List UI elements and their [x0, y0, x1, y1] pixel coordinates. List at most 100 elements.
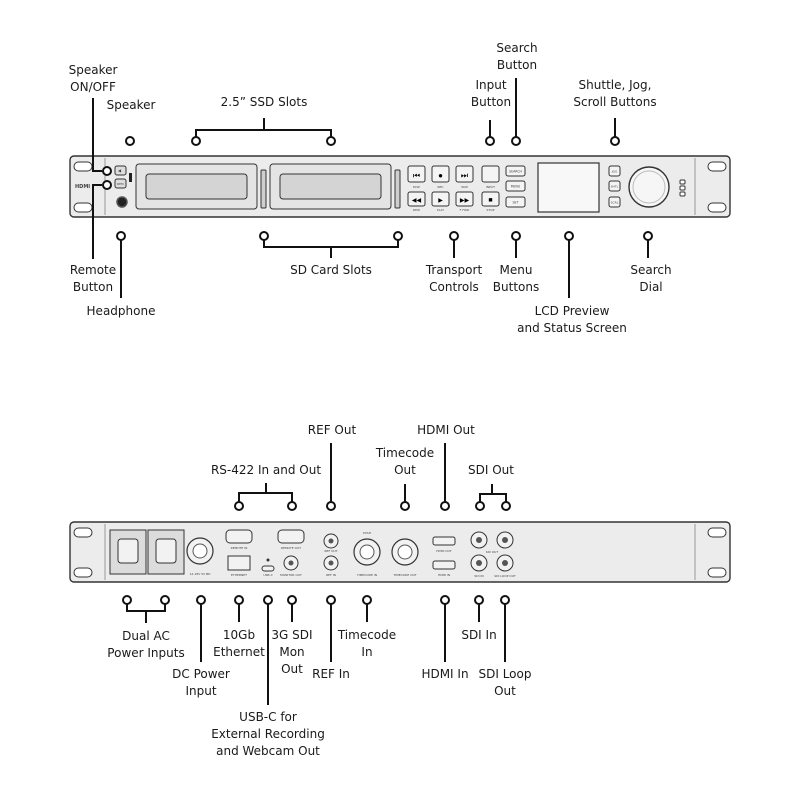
disp-caption: DISP: [413, 185, 420, 189]
label-search-dial: Search Dial: [630, 262, 671, 296]
search-button[interactable]: [505, 165, 526, 177]
lcd-screen: [537, 162, 600, 213]
rec-button[interactable]: [431, 165, 450, 183]
callout-dot-sd-1: [259, 231, 269, 241]
scroll-button[interactable]: [608, 196, 621, 208]
search-dial[interactable]: [628, 166, 670, 208]
shuttle-button[interactable]: [608, 180, 621, 192]
label-line: Speaker: [106, 98, 156, 112]
label-line: Transport: [425, 263, 483, 277]
label-sdi-loop: SDI Loop Out: [479, 666, 532, 700]
callout-dot-sd-2: [393, 231, 403, 241]
label-dual-ac: Dual AC Power Inputs: [107, 628, 184, 662]
sd-slot-2[interactable]: [394, 169, 401, 209]
rs422-out-caption: REMOTE OUT: [281, 546, 301, 550]
sd-slot-1[interactable]: [260, 169, 267, 209]
jog-button[interactable]: [608, 165, 621, 177]
hdmi-in-port[interactable]: [432, 560, 456, 570]
callout-dot-speaker-onoff: [102, 166, 112, 176]
menu-button[interactable]: [505, 180, 526, 192]
callout-bracket-sd: [263, 240, 399, 248]
input-button[interactable]: [481, 165, 500, 183]
ref-in-caption: REF IN: [326, 573, 336, 577]
rs422-in-port[interactable]: [225, 529, 253, 544]
callout-dot-sdi-loop: [500, 595, 510, 605]
label-timecode-out: Timecode Out: [376, 445, 434, 479]
callout-dot-lcd: [564, 231, 574, 241]
stop-button[interactable]: [481, 191, 500, 207]
ssd-slot-1-door: [145, 173, 248, 200]
rear-rack-hole-br: [707, 567, 727, 578]
dc-power-input-inner: [192, 543, 208, 559]
front-rack-hole-br: [707, 202, 727, 213]
search-dial-ring: [632, 170, 666, 204]
label-ssd-slots: 2.5” SSD Slots: [221, 94, 308, 111]
callout-bracket-ac: [126, 604, 166, 612]
callout-dot-ac-2: [160, 595, 170, 605]
ethernet-port[interactable]: [227, 555, 251, 571]
callout-dot-dc: [196, 595, 206, 605]
label-line: SDI Loop: [478, 667, 532, 681]
usbc-port[interactable]: [261, 565, 275, 572]
callout-dot-sdi-out-b: [501, 501, 511, 511]
skip-back-icon: ⏮: [413, 171, 420, 180]
front-brand-text: HDMI: [75, 184, 90, 190]
callout-dot-search: [511, 136, 521, 146]
ffwd-icon: ▶▶: [460, 198, 470, 204]
set-button[interactable]: [505, 196, 526, 208]
speaker-onoff-button[interactable]: [114, 165, 127, 176]
hdmi-out-port[interactable]: [432, 536, 456, 546]
headphone-jack[interactable]: [116, 196, 128, 208]
remote-button[interactable]: [114, 178, 127, 189]
label-line: Power Inputs: [107, 646, 185, 660]
usbc-indicator: [266, 558, 270, 562]
mon-out-bnc-pin: [288, 560, 294, 566]
label-line: and Webcam Out: [216, 744, 320, 758]
rs422-out-port[interactable]: [277, 529, 305, 544]
callout-dot-ssd-2: [326, 136, 336, 146]
callout-dot-headphone: [116, 231, 126, 241]
play-button[interactable]: [431, 191, 450, 207]
stop-icon: ■: [488, 197, 492, 204]
label-line: Remote: [69, 263, 117, 277]
callout-dot-mon-out: [287, 595, 297, 605]
label-shuttle-buttons: Shuttle, Jog, Scroll Buttons: [573, 77, 656, 111]
label-hdmi-in: HDMI In: [421, 666, 468, 683]
callout-dot-dial: [643, 231, 653, 241]
rear-rack-hole-bl: [73, 567, 93, 578]
label-speaker-onoff: Speaker ON/OFF: [69, 62, 118, 96]
skip-back-button[interactable]: [407, 165, 426, 183]
ffwd-button[interactable]: [455, 191, 474, 207]
label-line: 3G SDI: [271, 628, 313, 642]
callout-dot-shuttle: [610, 136, 620, 146]
menu-button-text: MENU: [511, 185, 521, 189]
label-sd-slots: SD Card Slots: [290, 262, 372, 279]
skip-fwd-button[interactable]: [455, 165, 474, 183]
sdi-loop-caption: SDI LOOP OUT: [494, 574, 516, 578]
front-rack-hole-bl: [73, 202, 93, 213]
rec-caption: REC: [437, 185, 443, 189]
callout-dot-sdi-in: [474, 595, 484, 605]
callout-dot-ref-in: [326, 595, 336, 605]
callout-dot-rs422-out: [287, 501, 297, 511]
callout-dot-tc-out: [400, 501, 410, 511]
speaker-grille: [129, 173, 132, 182]
rew-button[interactable]: [407, 191, 426, 207]
label-transport: Transport Controls: [426, 262, 482, 296]
callout-dot-ref-out: [326, 501, 336, 511]
label-line: SDI Out: [468, 463, 514, 477]
label-line: Button: [470, 95, 512, 109]
stop-caption: STOP: [487, 208, 495, 212]
callout-dot-tc-in: [362, 595, 372, 605]
label-line: In: [361, 645, 373, 659]
label-sdi-out: SDI Out: [468, 462, 514, 479]
status-led-2: [679, 185, 686, 191]
sdi-out-b-pin: [502, 537, 508, 543]
label-line: 10Gb: [222, 628, 256, 642]
tc-in-caption: TIMECODE IN: [356, 573, 377, 577]
callout-dot-remote: [102, 180, 112, 190]
sdi-in-caption: SDI IN: [474, 574, 483, 578]
ref-out-caption: REF OUT: [324, 549, 337, 553]
sdi-out-a-pin: [476, 537, 482, 543]
